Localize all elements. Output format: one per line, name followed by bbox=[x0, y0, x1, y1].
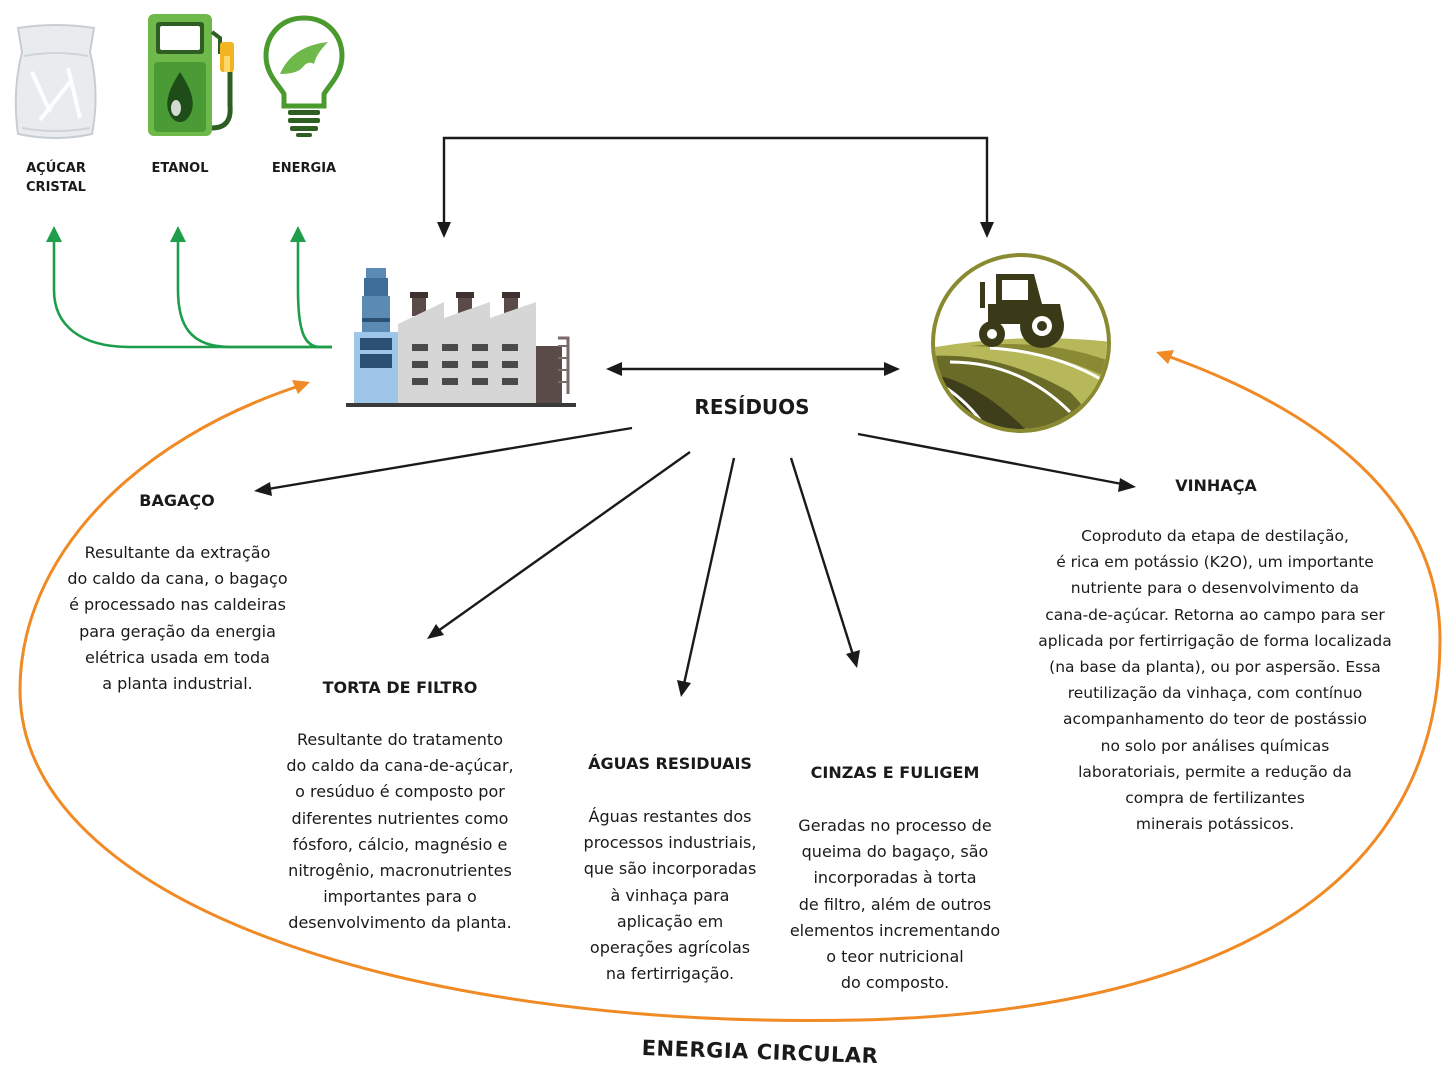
light-bulb-icon bbox=[263, 15, 345, 137]
vinhaca-line: é rica em potássio (K2O), um importante bbox=[1056, 553, 1374, 572]
residuos-label: RESÍDUOS bbox=[694, 395, 810, 419]
aguas-line: que são incorporadas bbox=[583, 859, 757, 879]
vinhaca-description: Coproduto da etapa de destilação, é rica… bbox=[1000, 523, 1430, 837]
bagaco-line: do caldo da cana, o bagaço bbox=[67, 569, 288, 589]
vinhaca-line: acompanhamento do teor de postássio bbox=[1063, 710, 1367, 729]
torta-line: diferentes nutrientes como bbox=[291, 808, 509, 828]
cinzas-line: Geradas no processo de bbox=[798, 816, 992, 835]
vinhaca-line: (na base da planta), ou por aspersão. Es… bbox=[1049, 658, 1381, 677]
vinhaca-line: compra de fertilizantes bbox=[1125, 789, 1305, 808]
bagaco-line: para geração da energia bbox=[79, 621, 276, 641]
vinhaca-line: laboratoriais, permite a redução da bbox=[1078, 762, 1352, 781]
vinhaca-line: Coproduto da etapa de destilação, bbox=[1081, 527, 1349, 545]
aguas-line: aplicação em bbox=[616, 911, 724, 931]
factory-icon bbox=[346, 268, 576, 407]
sugar-label-line2: CRISTAL bbox=[26, 180, 86, 195]
torta-line: importantes para o bbox=[323, 887, 477, 907]
aguas-line: operações agrícolas bbox=[589, 938, 751, 958]
vinhaca-line: nutriente para o desenvolvimento da bbox=[1070, 579, 1360, 598]
tractor-field-icon bbox=[931, 253, 1111, 433]
torta-line: fósforo, cálcio, magnésio e bbox=[292, 834, 508, 854]
aguas-line: processos industriais, bbox=[583, 833, 757, 853]
vinhaca-line: aplicada por fertirrigação de forma loca… bbox=[1038, 631, 1392, 650]
aguas-line: na fertirrigação. bbox=[605, 964, 735, 984]
bagaco-line: elétrica usada em toda bbox=[85, 647, 270, 667]
cinzas-line: queima do bagaço, são bbox=[801, 842, 989, 862]
torta-line: desenvolvimento da planta. bbox=[288, 913, 512, 933]
aguas-title: ÁGUAS RESIDUAIS bbox=[588, 754, 752, 773]
ethanol-label: ETANOL bbox=[151, 161, 209, 176]
bagaco-title: BAGAÇO bbox=[139, 491, 215, 510]
sugar-bag-icon bbox=[14, 24, 97, 139]
torta-line: Resultante do tratamento bbox=[297, 730, 503, 749]
vinhaca-line: reutilização da vinhaça, com contínuo bbox=[1067, 684, 1363, 703]
sugar-label-line1: AÇÚCAR bbox=[26, 161, 86, 176]
residue-arrows bbox=[267, 426, 1123, 685]
vinhaca-line: no solo por análises químicas bbox=[1100, 736, 1330, 755]
bagaco-line: Resultante da extração bbox=[84, 543, 271, 562]
torta-line: nitrogênio, macronutrientes bbox=[288, 861, 512, 881]
fuel-pump-icon bbox=[148, 14, 234, 136]
energy-cycle-loop bbox=[18, 350, 1442, 1023]
aguas-line: à vinhaça para bbox=[610, 885, 730, 905]
cinzas-line: de filtro, além de outros bbox=[798, 894, 992, 914]
cinzas-title: CINZAS E FULIGEM bbox=[810, 763, 980, 782]
torta-title: TORTA DE FILTRO bbox=[322, 678, 478, 697]
sugar-label: AÇÚCAR CRISTAL bbox=[4, 159, 108, 197]
vinhaca-title: VINHAÇA bbox=[1175, 476, 1257, 495]
aguas-line: Águas restantes dos bbox=[588, 807, 752, 826]
residue-arrowheads bbox=[254, 478, 1136, 697]
vinhaca-line: minerais potássicos. bbox=[1135, 815, 1295, 834]
cinzas-line: incorporadas à torta bbox=[813, 868, 977, 888]
top-loop-arrow bbox=[442, 136, 989, 224]
bagaco-line: é processado nas caldeiras bbox=[69, 595, 286, 615]
cinzas-line: elementos incrementando bbox=[789, 920, 1001, 940]
energy-label: ENERGIA bbox=[271, 161, 337, 176]
torta-line: o resúduo é composto por bbox=[295, 782, 505, 802]
cinzas-description: Geradas no processo de queima do bagaço,… bbox=[770, 813, 1020, 996]
bagaco-line: a planta industrial. bbox=[102, 674, 253, 694]
cinzas-line: o teor nutricional bbox=[826, 947, 964, 967]
product-arrowheads bbox=[46, 226, 306, 242]
torta-description: Resultante do tratamento do caldo da can… bbox=[255, 727, 545, 937]
torta-line: do caldo da cana-de-açúcar, bbox=[286, 756, 514, 776]
aguas-description: Águas restantes dos processos industriai… bbox=[560, 804, 780, 987]
product-arrows bbox=[52, 240, 332, 349]
cinzas-line: do composto. bbox=[840, 973, 950, 993]
bagaco-description: Resultante da extração do caldo da cana,… bbox=[40, 540, 315, 697]
vinhaca-line: cana-de-açúcar. Retorna ao campo para se… bbox=[1045, 605, 1385, 624]
